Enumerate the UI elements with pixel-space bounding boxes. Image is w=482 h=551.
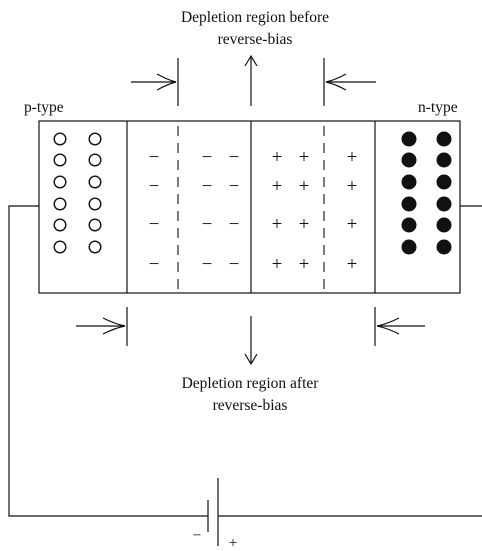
electron-dot <box>436 239 452 255</box>
negative-ion-sign: − <box>202 176 213 197</box>
negative-ion-sign: − <box>229 214 240 235</box>
title-after-line1: Depletion region after <box>182 375 320 392</box>
negative-ion-sign: − <box>229 254 240 275</box>
before-right-bracket <box>323 58 376 106</box>
positive-ion-sign: + <box>272 254 283 275</box>
negative-ion-sign: − <box>149 176 160 197</box>
electron-dot <box>401 152 417 168</box>
electron-dot <box>401 131 417 147</box>
positive-ion-sign: + <box>299 214 310 235</box>
hole-circle <box>88 175 102 189</box>
hole-circle <box>88 218 102 232</box>
electron-dot <box>436 174 452 190</box>
negative-ion-sign: − <box>149 214 160 235</box>
electron-dot <box>436 196 452 212</box>
electron-dot <box>401 196 417 212</box>
negative-ion-sign: − <box>149 147 160 168</box>
positive-ion-sign: + <box>347 214 358 235</box>
hole-circle <box>53 132 67 146</box>
hole-circle <box>53 197 67 211</box>
electron-dot <box>401 217 417 233</box>
positive-ions: + + + + + + + + + + + + <box>272 147 358 275</box>
positive-ion-sign: + <box>347 254 358 275</box>
negative-ion-sign: − <box>229 176 240 197</box>
after-arrow-down <box>244 316 258 366</box>
positive-ion-sign: + <box>299 254 310 275</box>
electron-dot <box>401 174 417 190</box>
hole-circle <box>53 175 67 189</box>
after-right-bracket <box>374 307 425 346</box>
positive-ion-sign: + <box>272 176 283 197</box>
after-left-bracket <box>76 307 128 346</box>
electron-dot <box>436 131 452 147</box>
positive-ion-sign: + <box>272 147 283 168</box>
positive-ion-sign: + <box>347 147 358 168</box>
hole-circle <box>53 218 67 232</box>
p-type-label: p-type <box>24 99 64 116</box>
title-after-line2: reverse-bias <box>213 397 288 414</box>
hole-circle <box>53 153 67 167</box>
hole-circle <box>53 240 67 254</box>
n-region-electrons <box>401 131 452 255</box>
negative-ion-sign: − <box>229 147 240 168</box>
hole-circle <box>88 132 102 146</box>
battery-minus-label: − <box>193 527 202 544</box>
semiconductor-block <box>38 120 461 294</box>
negative-ion-sign: − <box>202 147 213 168</box>
battery-plus-label: + <box>229 535 238 551</box>
title-before-line2: reverse-bias <box>218 31 293 48</box>
title-before-line1: Depletion region before <box>181 9 329 26</box>
electron-dot <box>401 239 417 255</box>
p-region-holes <box>53 132 102 254</box>
left-circuit-wire <box>8 205 208 517</box>
electron-dot <box>436 152 452 168</box>
before-arrow-up <box>244 54 258 106</box>
negative-ion-sign: − <box>149 254 160 275</box>
positive-ion-sign: + <box>299 147 310 168</box>
n-type-label: n-type <box>418 99 458 116</box>
hole-circle <box>88 197 102 211</box>
hole-circle <box>88 153 102 167</box>
negative-ions: −−−−−−−−−−−− <box>149 147 240 275</box>
positive-ion-sign: + <box>272 214 283 235</box>
positive-ion-sign: + <box>347 176 358 197</box>
battery-icon <box>207 478 219 546</box>
electron-dot <box>436 217 452 233</box>
before-left-bracket <box>131 58 179 106</box>
positive-ion-sign: + <box>299 176 310 197</box>
negative-ion-sign: − <box>202 254 213 275</box>
negative-ion-sign: − <box>202 214 213 235</box>
hole-circle <box>88 240 102 254</box>
